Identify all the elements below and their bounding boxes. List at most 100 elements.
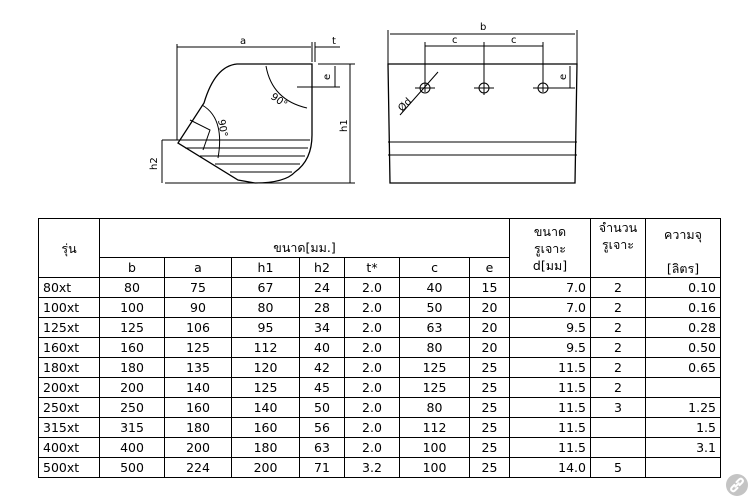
cell-n [590, 417, 646, 438]
cell-b: 125 [99, 317, 165, 338]
cell-b: 250 [99, 397, 165, 418]
cell-c: 40 [399, 277, 470, 298]
cell-a: 160 [164, 397, 232, 418]
cell-b: 80 [99, 277, 165, 298]
cell-c: 125 [399, 357, 470, 378]
cell-c: 100 [399, 437, 470, 458]
cell-h1: 180 [231, 437, 300, 458]
cell-model: 400xt [38, 437, 100, 458]
cell-c: 125 [399, 377, 470, 398]
col-c: c [399, 257, 470, 278]
cell-model: 250xt [38, 397, 100, 418]
cell-h2: 63 [299, 437, 345, 458]
cell-cap [645, 457, 721, 478]
cell-h2: 45 [299, 377, 345, 398]
cell-c: 50 [399, 297, 470, 318]
cell-model: 160xt [38, 337, 100, 358]
cell-model: 100xt [38, 297, 100, 318]
cell-h1: 67 [231, 277, 300, 298]
cell-d: 9.5 [509, 337, 591, 358]
cell-d: 7.0 [509, 277, 591, 298]
cell-a: 180 [164, 417, 232, 438]
cell-d: 14.0 [509, 457, 591, 478]
cell-a: 75 [164, 277, 232, 298]
cell-h2: 34 [299, 317, 345, 338]
cell-c: 112 [399, 417, 470, 438]
header-capacity: ความจุ[ลิตร] [645, 218, 721, 278]
cell-t: 2.0 [344, 357, 400, 378]
cell-t: 2.0 [344, 377, 400, 398]
cell-c: 80 [399, 337, 470, 358]
cell-n: 3 [590, 397, 646, 418]
cell-model: 125xt [38, 317, 100, 338]
header-model: รุ่น [38, 218, 100, 278]
cell-n: 2 [590, 297, 646, 318]
col-a: a [164, 257, 232, 278]
col-h1: h1 [231, 257, 300, 278]
cell-b: 160 [99, 337, 165, 358]
cell-cap: 1.25 [645, 397, 721, 418]
cell-e: 25 [469, 457, 510, 478]
cell-e: 25 [469, 397, 510, 418]
cell-h2: 50 [299, 397, 345, 418]
label-d: Ød [396, 96, 415, 115]
cell-cap: 0.28 [645, 317, 721, 338]
cell-d: 7.0 [509, 297, 591, 318]
front-view-drawing: b c c e Ød [387, 22, 578, 184]
header-capacity-line1: ความจุ [664, 227, 702, 242]
cell-cap: 0.50 [645, 337, 721, 358]
link-icon [730, 477, 744, 493]
label-e: e [322, 74, 333, 80]
cell-c: 63 [399, 317, 470, 338]
cell-t: 2.0 [344, 277, 400, 298]
header-hole-size-line3: d[มม] [532, 257, 568, 273]
cell-model: 80xt [38, 277, 100, 298]
cell-h1: 125 [231, 377, 300, 398]
cell-h2: 42 [299, 357, 345, 378]
cell-h2: 28 [299, 297, 345, 318]
cell-b: 400 [99, 437, 165, 458]
col-b: b [99, 257, 165, 278]
cell-d: 11.5 [509, 397, 591, 418]
cell-cap: 0.16 [645, 297, 721, 318]
label-angle-side: 90° [215, 119, 229, 138]
cell-d: 11.5 [509, 417, 591, 438]
cell-h1: 120 [231, 357, 300, 378]
cell-h1: 80 [231, 297, 300, 318]
label-t: t [332, 36, 336, 47]
cell-n: 2 [590, 357, 646, 378]
header-dimensions: ขนาด[มม.] [99, 218, 510, 258]
cell-cap: 0.65 [645, 357, 721, 378]
cell-e: 25 [469, 377, 510, 398]
cell-c: 100 [399, 457, 470, 478]
cell-n: 2 [590, 277, 646, 298]
cell-model: 315xt [38, 417, 100, 438]
cell-n: 5 [590, 457, 646, 478]
cell-b: 100 [99, 297, 165, 318]
cell-cap: 3.1 [645, 437, 721, 458]
cell-a: 135 [164, 357, 232, 378]
cell-a: 90 [164, 297, 232, 318]
cell-c: 80 [399, 397, 470, 418]
link-badge[interactable] [726, 474, 748, 496]
label-c-left: c [452, 35, 458, 46]
cell-n: 2 [590, 377, 646, 398]
cell-h1: 95 [231, 317, 300, 338]
cell-cap: 0.10 [645, 277, 721, 298]
cell-h1: 160 [231, 417, 300, 438]
cell-t: 2.0 [344, 397, 400, 418]
cell-e: 15 [469, 277, 510, 298]
label-c-right: c [511, 35, 517, 46]
col-t: t* [344, 257, 400, 278]
cell-h1: 200 [231, 457, 300, 478]
cell-t: 2.0 [344, 417, 400, 438]
side-view-drawing: a t 90° 90° e h1 h2 [149, 36, 355, 184]
